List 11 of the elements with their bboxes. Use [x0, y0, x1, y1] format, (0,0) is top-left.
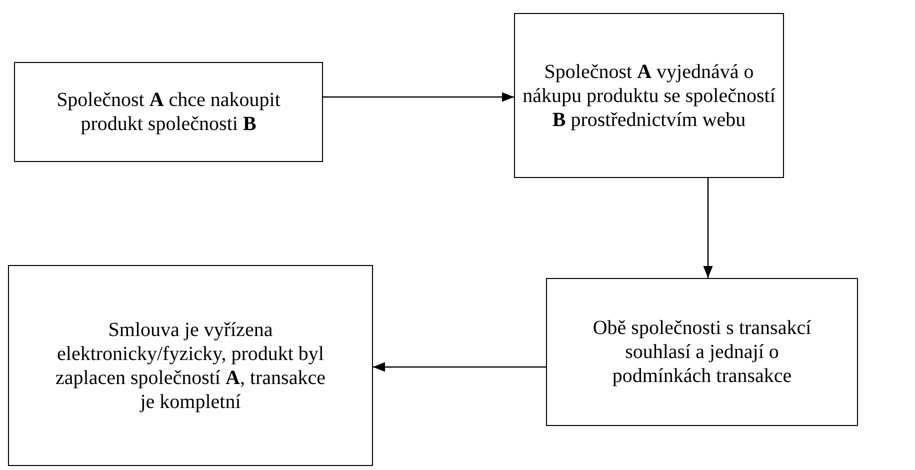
box-text: Smlouva je vyřízena elektronicky/fyzicky, produkt byl zaplacen společností A, transakce je kompletní — [54, 318, 326, 414]
arrow — [323, 92, 514, 102]
arrow — [373, 362, 546, 372]
process-box — [546, 278, 858, 426]
process-box — [8, 265, 373, 466]
box-text: Společnost A chce nakoupit produkt společnosti B — [56, 88, 282, 136]
box-text: Obě společnosti s transakcí souhlasí a jednají o podmínkách transakce — [592, 316, 812, 388]
box-text: Společnost A vyjednává o nákupu produktu se společností B prostřednictvím webu — [522, 60, 776, 132]
process-box — [14, 62, 323, 162]
process-box — [514, 13, 784, 178]
arrow — [703, 178, 713, 278]
